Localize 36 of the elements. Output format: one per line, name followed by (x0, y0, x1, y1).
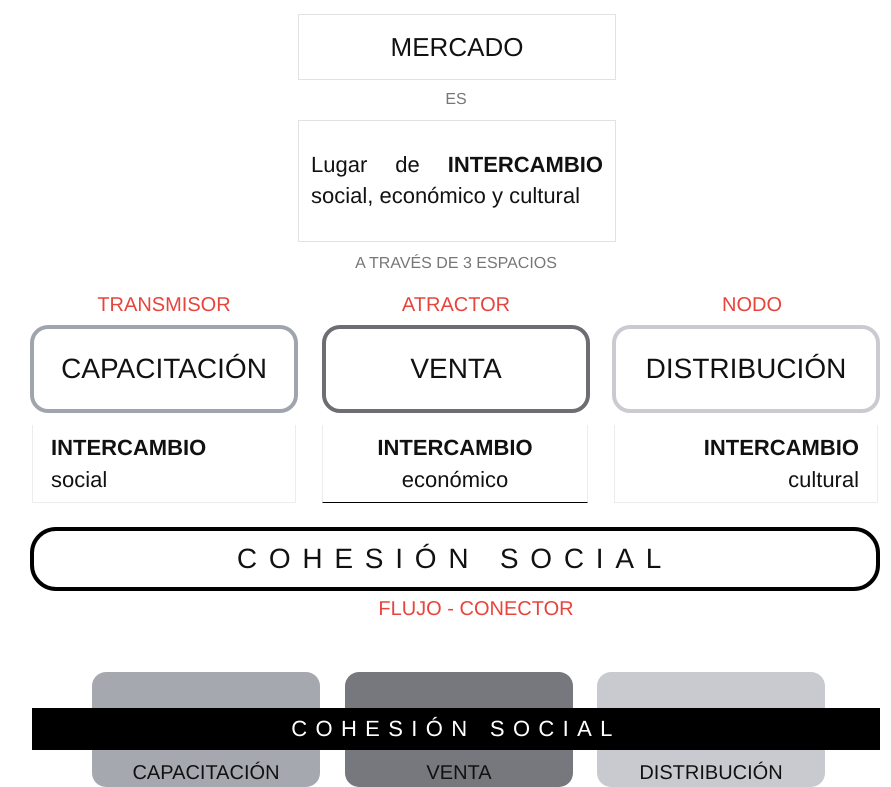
exchange-type: económico (402, 466, 508, 494)
cohesion-band (30, 527, 880, 591)
bar-text: COHESIÓN SOCIAL (291, 716, 621, 742)
role-label: TRANSMISOR (97, 294, 231, 317)
exchange-box (322, 425, 588, 503)
space-block (597, 750, 825, 787)
connector-text: A TRAVÉS DE 3 ESPACIOS (355, 255, 557, 274)
block-label: VENTA (426, 762, 492, 785)
block-tab (597, 672, 825, 708)
block-tab (92, 672, 320, 708)
space-name: VENTA (410, 353, 502, 385)
exchange-heading: INTERCAMBIO (377, 434, 533, 462)
box-title: MERCADO (390, 32, 524, 62)
exchange-heading: INTERCAMBIO (51, 434, 206, 462)
role-label: ATRACTOR (402, 294, 510, 317)
definition-text: Lugar de INTERCAMBIO social, económico y cultural (311, 151, 603, 210)
role-label: FLUJO - CONECTOR (378, 598, 574, 621)
block-label: DISTRIBUCIÓN (639, 762, 783, 785)
role-label: NODO (722, 294, 782, 317)
exchange-heading: INTERCAMBIO (704, 434, 859, 462)
space-box (322, 325, 590, 413)
space-box (612, 325, 880, 413)
block-tab (345, 672, 573, 708)
space-name: DISTRIBUCIÓN (646, 353, 846, 385)
space-name: CAPACITACIÓN (61, 353, 267, 385)
connector-text: ES (445, 91, 467, 110)
space-block (345, 750, 573, 787)
cohesion-bar (32, 708, 880, 750)
exchange-type: cultural (788, 466, 859, 494)
definition-box (298, 120, 616, 242)
space-box (30, 325, 298, 413)
title-box (298, 14, 616, 80)
exchange-type: social (51, 466, 108, 494)
band-text: COHESIÓN SOCIAL (236, 543, 674, 575)
block-label: CAPACITACIÓN (132, 762, 280, 785)
space-block (92, 750, 320, 787)
